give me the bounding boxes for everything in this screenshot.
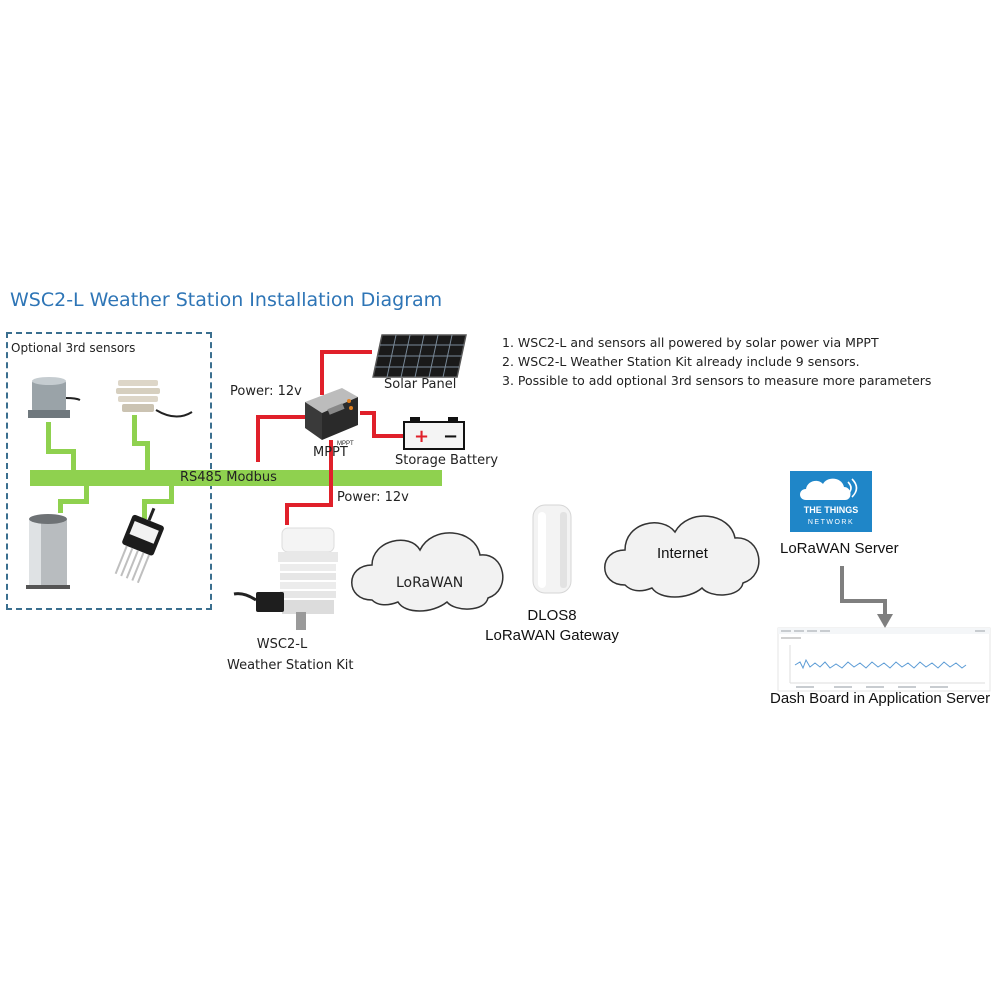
notes-list: 1. WSC2-L and sensors all powered by sol… [502, 333, 931, 390]
power-wire-battery [360, 411, 404, 438]
battery-plus: + [414, 426, 429, 447]
ttn-logo-line2: NETWORK [808, 519, 854, 526]
rs485-bus [30, 415, 442, 519]
battery-minus: − [443, 426, 458, 447]
lorawan-cloud-label: LoRaWAN [396, 575, 464, 591]
weather-station-label: WSC2-L Weather Station Kit [227, 634, 354, 676]
rain-gauge-icon [26, 514, 70, 589]
flow-arrow [840, 566, 887, 618]
battery-icon: + − [403, 417, 465, 450]
solar-panel-label: Solar Panel [384, 377, 457, 392]
arrow-head-icon [877, 614, 893, 628]
bus-bar [30, 470, 442, 486]
gateway-label-line1: DLOS8 [527, 607, 577, 624]
note-1: 1. WSC2-L and sensors all powered by sol… [502, 335, 879, 350]
ttn-logo-line1: THE THINGS [804, 505, 859, 515]
lorawan-cloud-icon [351, 532, 504, 612]
gateway-icon [532, 504, 572, 594]
weather-station-icon [233, 527, 338, 630]
radiation-shield-icon [116, 380, 193, 418]
dashboard-thumbnail [777, 627, 991, 692]
power-wires [256, 350, 404, 525]
note-2: 2. WSC2-L Weather Station Kit already in… [502, 354, 860, 369]
power-label-bottom: Power: 12v [337, 490, 409, 505]
mppt-controller-icon [305, 388, 358, 440]
rs485-bus-label: RS485 Modbus [180, 470, 277, 485]
dashboard-label: Dash Board in Application Server [770, 690, 991, 707]
internet-cloud-label: Internet [657, 545, 708, 562]
power-wire-solar [320, 350, 372, 395]
note-3: 3. Possible to add optional 3rd sensors … [502, 373, 932, 388]
mppt-label: MPPT [313, 445, 348, 460]
gateway-label: DLOS8 LoRaWAN Gateway [482, 606, 622, 646]
optional-sensors-label: Optional 3rd sensors [11, 341, 136, 355]
solar-panel-icon [372, 334, 467, 378]
ttn-logo-icon [790, 471, 872, 532]
soil-sensor-icon [28, 377, 81, 418]
diagram-title: WSC2-L Weather Station Installation Diag… [10, 289, 443, 311]
power-wire-left [256, 415, 310, 462]
weather-station-label-line2: Weather Station Kit [227, 658, 354, 673]
power-label-top: Power: 12v [230, 384, 302, 399]
weather-station-label-line1: WSC2-L [256, 637, 308, 652]
gateway-label-line2: LoRaWAN Gateway [485, 627, 619, 644]
mppt-device-text: MPPT [337, 441, 354, 447]
power-wire-station [285, 440, 333, 525]
probe-sensor-icon [114, 507, 164, 584]
lorawan-server-label: LoRaWAN Server [780, 540, 899, 557]
internet-cloud-icon [604, 515, 760, 598]
storage-battery-label: Storage Battery [395, 453, 499, 468]
